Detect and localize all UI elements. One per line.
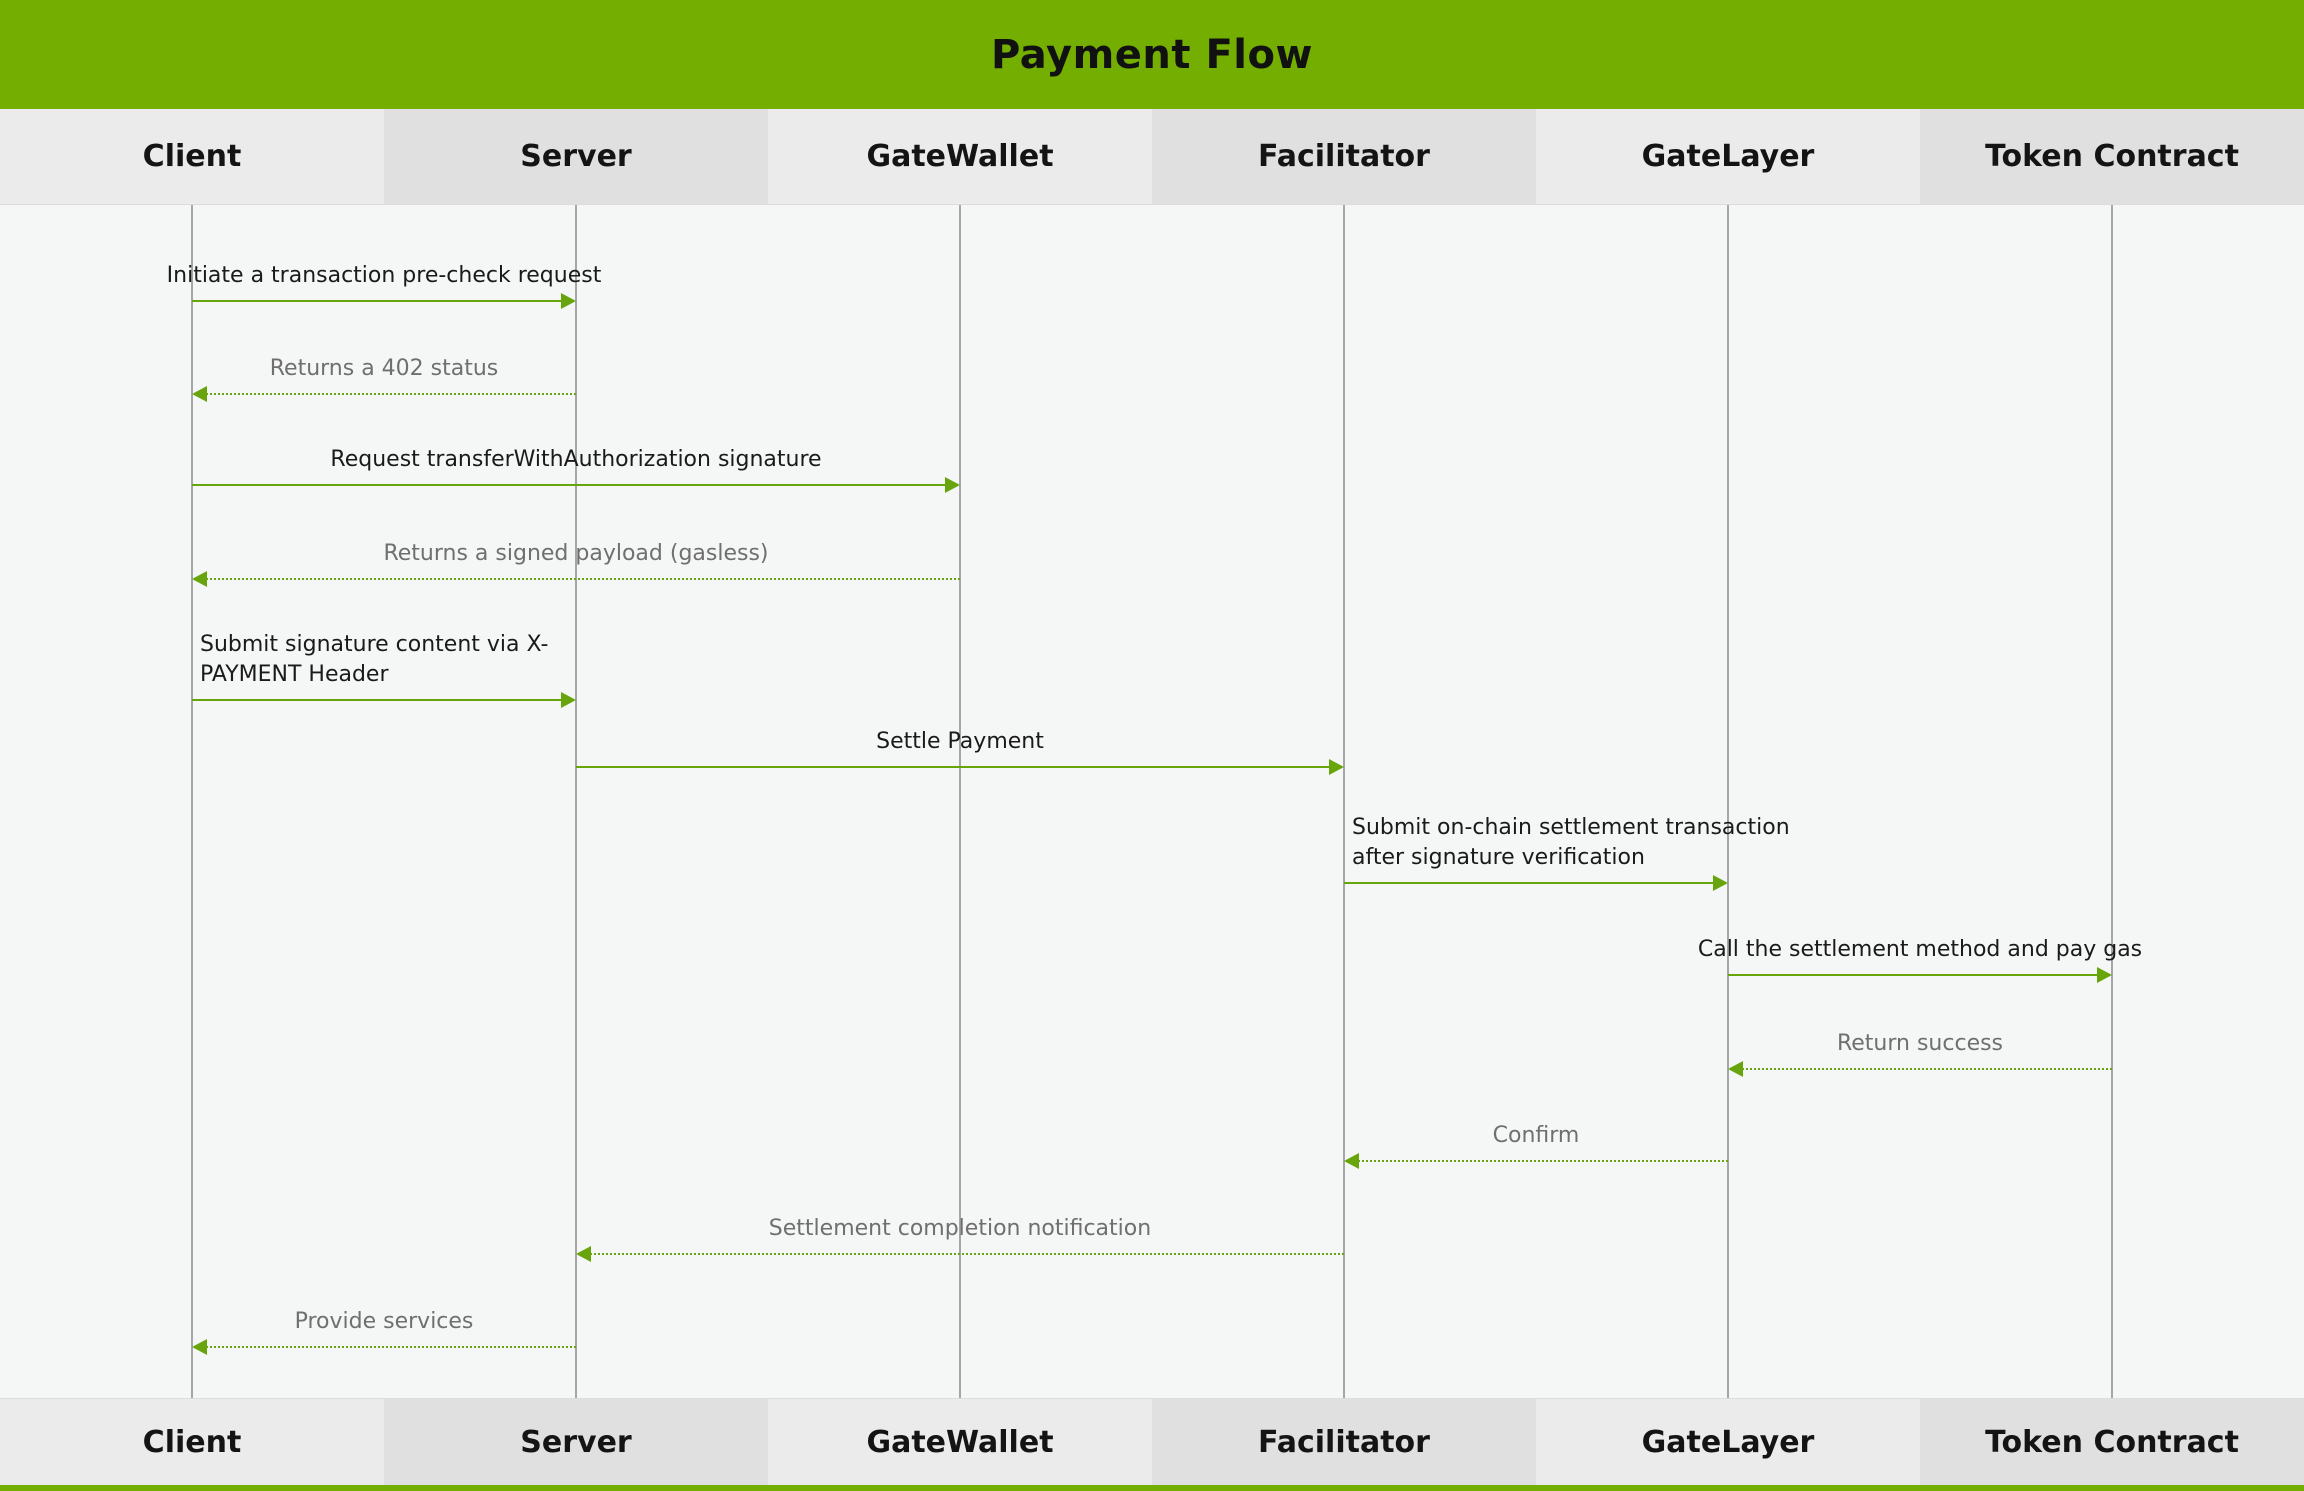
participant-client: Client <box>0 109 384 204</box>
message-label: Returns a 402 status <box>270 354 499 384</box>
lifeline-server <box>575 205 577 1398</box>
message-label: Initiate a transaction pre-check request <box>167 261 602 291</box>
lifeline-token-contract <box>2111 205 2113 1398</box>
message-label-line: Submit signature content via X- <box>200 632 549 657</box>
participant-label: Client <box>142 1424 242 1460</box>
participant-gatewallet: GateWallet <box>768 109 1152 204</box>
participant-server: Server <box>384 109 768 204</box>
diagram-title: Payment Flow <box>991 31 1313 78</box>
participant-label: Client <box>142 139 242 174</box>
arrowhead-icon <box>945 477 960 493</box>
message-arrow-line <box>1742 1068 2112 1070</box>
message-arrow-line <box>206 1346 576 1348</box>
participant-client: Client <box>0 1399 384 1485</box>
message-arrow-line <box>1358 1160 1728 1162</box>
message-label-line: Provide services <box>294 1309 474 1334</box>
arrowhead-icon <box>1713 875 1728 891</box>
message-label-line: Request transferWithAuthorization signat… <box>330 447 822 472</box>
message-arrow-line <box>192 300 562 302</box>
participant-label: Token Contract <box>1985 1424 2239 1460</box>
arrowhead-icon <box>2097 967 2112 983</box>
message-label-line: Submit on-chain settlement transaction <box>1352 815 1790 840</box>
participant-facilitator: Facilitator <box>1152 109 1536 204</box>
message-arrow-line <box>590 1253 1344 1255</box>
participant-label: GateWallet <box>866 1424 1054 1460</box>
participant-token-contract: Token Contract <box>1920 1399 2304 1485</box>
participant-gatelayer: GateLayer <box>1536 1399 1920 1485</box>
message-arrow-line <box>192 699 562 701</box>
message-label: Returns a signed payload (gasless) <box>383 539 768 569</box>
participant-server: Server <box>384 1399 768 1485</box>
bottom-green-border <box>0 1485 2304 1491</box>
message-label: Return success <box>1837 1029 2003 1059</box>
arrowhead-icon <box>192 386 207 402</box>
message-label-line: Initiate a transaction pre-check request <box>166 263 602 288</box>
participant-label: Token Contract <box>1985 139 2239 174</box>
message-label: Settle Payment <box>876 727 1044 757</box>
arrowhead-icon <box>576 1246 591 1262</box>
message-label: Request transferWithAuthorization signat… <box>330 445 821 475</box>
participant-label: Facilitator <box>1258 139 1430 174</box>
message-label-line: PAYMENT Header <box>200 662 389 687</box>
message-label-line: after signature verification <box>1352 845 1645 870</box>
message-label-line: Call the settlement method and pay gas <box>1697 937 2143 962</box>
participant-label: GateLayer <box>1641 1424 1815 1460</box>
participant-label: Server <box>520 1424 632 1460</box>
message-label: Provide services <box>295 1307 474 1337</box>
lifeline-gatelayer <box>1727 205 1729 1398</box>
participants-header-top: Client Server GateWallet Facilitator GateLay… <box>0 109 2304 205</box>
arrowhead-icon <box>192 1339 207 1355</box>
message-arrow-line <box>1344 882 1714 884</box>
participant-label: GateWallet <box>866 139 1054 174</box>
participant-token-contract: Token Contract <box>1920 109 2304 204</box>
message-label: Confirm <box>1493 1121 1580 1151</box>
participant-label: GateLayer <box>1641 139 1815 174</box>
message-label-line: Confirm <box>1492 1123 1580 1148</box>
message-arrow-line <box>192 484 946 486</box>
participant-label: Server <box>520 139 632 174</box>
lifeline-facilitator <box>1343 205 1345 1398</box>
participant-gatewallet: GateWallet <box>768 1399 1152 1485</box>
diagram-title-bar: Payment Flow <box>0 0 2304 109</box>
message-arrow-line <box>206 393 576 395</box>
message-label-line: Settlement completion notification <box>768 1216 1152 1241</box>
participant-gatelayer: GateLayer <box>1536 109 1920 204</box>
arrowhead-icon <box>1329 759 1344 775</box>
arrowhead-icon <box>561 293 576 309</box>
participants-header-bottom: Client Server GateWallet Facilitator GateLay… <box>0 1398 2304 1485</box>
arrowhead-icon <box>561 692 576 708</box>
arrowhead-icon <box>192 571 207 587</box>
message-label: Submit on-chain settlement transaction af… <box>1352 813 1790 873</box>
message-label-line: Returns a signed payload (gasless) <box>383 541 769 566</box>
diagram-body: Initiate a transaction pre-check request… <box>0 205 2304 1398</box>
lifeline-client <box>191 205 193 1398</box>
arrowhead-icon <box>1344 1153 1359 1169</box>
participant-facilitator: Facilitator <box>1152 1399 1536 1485</box>
arrowhead-icon <box>1728 1061 1743 1077</box>
message-label: Call the settlement method and pay gas <box>1698 935 2142 965</box>
message-arrow-line <box>206 578 960 580</box>
message-arrow-line <box>1728 974 2098 976</box>
lifeline-gatewallet <box>959 205 961 1398</box>
participant-label: Facilitator <box>1258 1424 1430 1460</box>
message-label: Submit signature content via X- PAYMENT H… <box>200 630 548 690</box>
message-label-line: Returns a 402 status <box>269 356 499 381</box>
message-arrow-line <box>576 766 1330 768</box>
message-label-line: Return success <box>1836 1031 2004 1056</box>
message-label: Settlement completion notification <box>769 1214 1151 1244</box>
message-label-line: Settle Payment <box>876 729 1044 754</box>
